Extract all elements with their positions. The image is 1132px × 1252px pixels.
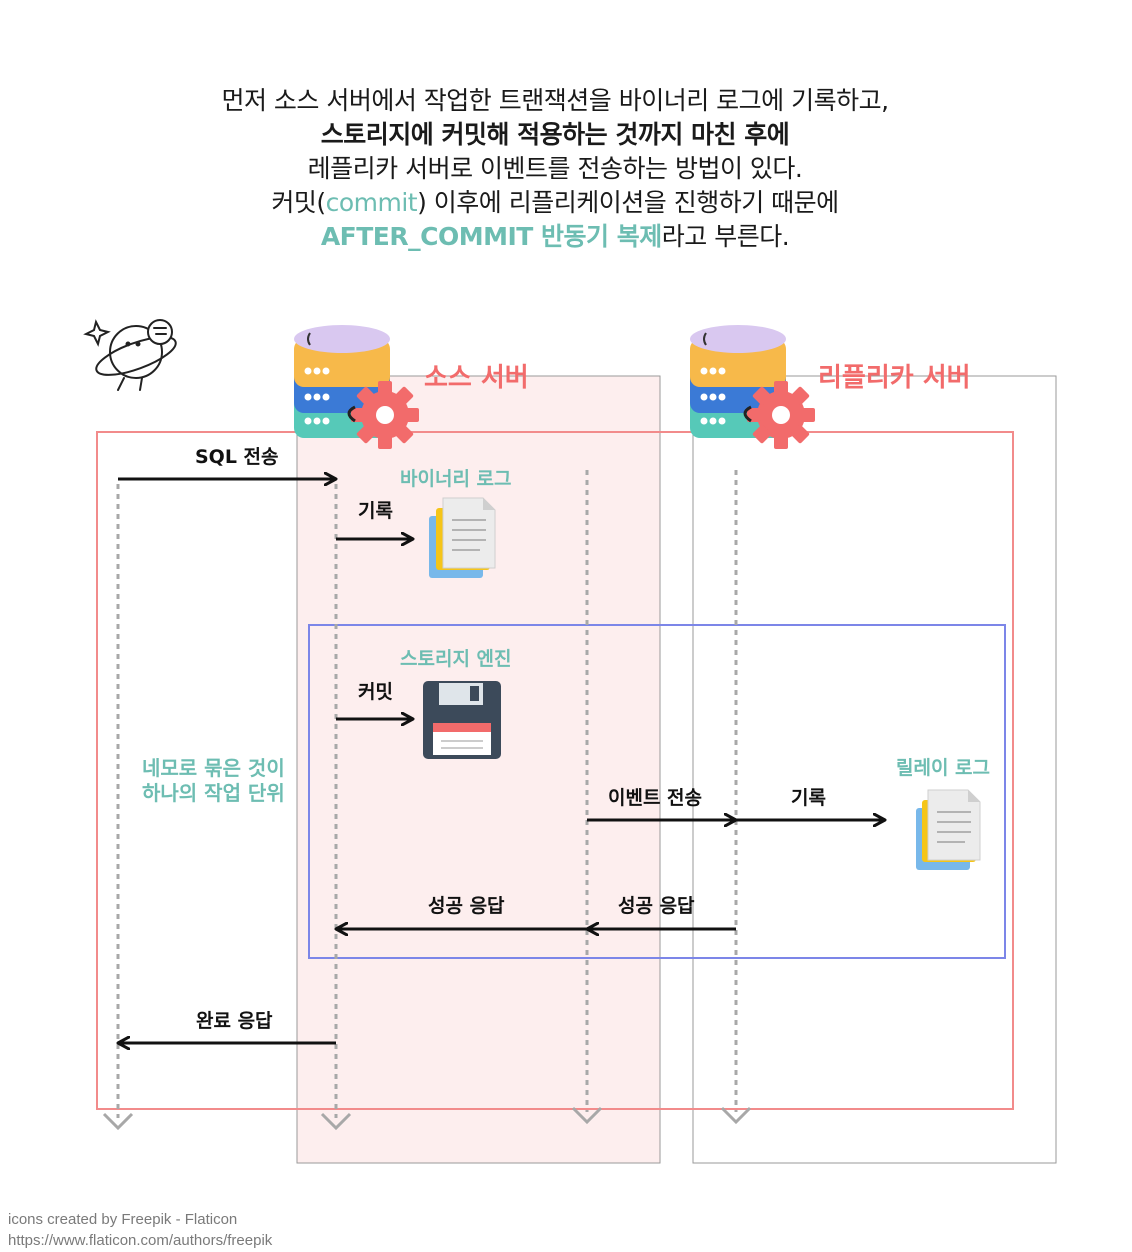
commit-term: commit [325,188,418,217]
transaction-unit-box [96,431,1014,1110]
binary-log-document-icon [429,497,496,578]
intro-line-4-post: ) 이후에 리플리케이션을 진행하기 때문에 [417,188,839,217]
intro-text: 먼저 소스 서버에서 작업한 트랜잭션을 바이너리 로그에 기록하고, 스토리지… [0,84,1110,254]
source-lane-title: 소스 서버 [424,363,529,393]
after-commit-term: AFTER_COMMIT 반동기 복제 [320,222,662,251]
replication-diagram: 소스 서버 리플리카 서버 [83,319,1057,1164]
floppy-disk-icon [423,681,501,759]
lifeline-source-storage [571,470,603,1125]
replica-lane [692,375,1057,1164]
intro-line-2: 스토리지에 커밋해 적용하는 것까지 마친 후에 [320,120,790,149]
intro-line-3: 레플리카 서버로 이벤트를 전송하는 방법이 있다. [307,154,803,183]
done-response-label: 완료 응답 [196,1010,273,1032]
relay-log-document-icon [916,789,981,870]
record-relay-label: 기록 [791,787,826,809]
replica-gear-icon [743,381,815,449]
credit-line-2: https://www.flaticon.com/authors/freepik [8,1232,273,1249]
sql-send-message: SQL 전송 [118,446,336,479]
sql-send-label: SQL 전송 [195,446,279,468]
unit-note-line-2: 하나의 작업 단위 [142,781,285,805]
intro-line-4-pre: 커밋( [271,188,326,217]
success-response-source-label: 성공 응답 [428,895,505,917]
replica-lane-title: 리플리카 서버 [818,363,971,393]
record-relay-message: 기록 [736,787,885,820]
event-send-message: 이벤트 전송 [587,787,736,820]
astronaut-planet-icon [83,319,177,391]
binary-log-label: 바이너리 로그 [400,468,512,490]
lifeline-client [102,484,134,1131]
storage-engine-label: 스토리지 엔진 [400,648,512,670]
icon-credit: icons created by Freepik - Flaticon http… [8,1209,272,1251]
success-response-replica-message: 성공 응답 [587,895,736,929]
source-lane [296,375,661,1164]
commit-message: 커밋 [336,681,413,719]
intro-line-4: 커밋(commit) 이후에 리플리케이션을 진행하기 때문에 [0,186,1110,220]
success-response-source-message: 성공 응답 [336,895,587,929]
semi-sync-unit-box [308,624,1006,959]
commit-label: 커밋 [358,681,393,703]
source-gear-icon [347,381,419,449]
record-binlog-message: 기록 [336,500,413,539]
lifeline-source [320,484,352,1131]
done-response-message: 완료 응답 [118,1010,336,1043]
record-binlog-label: 기록 [358,500,393,522]
credit-line-1: icons created by Freepik - Flaticon [8,1211,238,1228]
lifeline-replica [720,470,752,1125]
intro-line-5-post: 라고 부른다. [661,222,790,251]
event-send-label: 이벤트 전송 [608,787,702,809]
intro-line-5: AFTER_COMMIT 반동기 복제라고 부른다. [0,220,1110,254]
intro-line-1: 먼저 소스 서버에서 작업한 트랜잭션을 바이너리 로그에 기록하고, [221,86,889,115]
unit-note-line-1: 네모로 묶은 것이 [142,756,285,780]
relay-log-label: 릴레이 로그 [896,757,990,779]
success-response-replica-label: 성공 응답 [618,895,695,917]
